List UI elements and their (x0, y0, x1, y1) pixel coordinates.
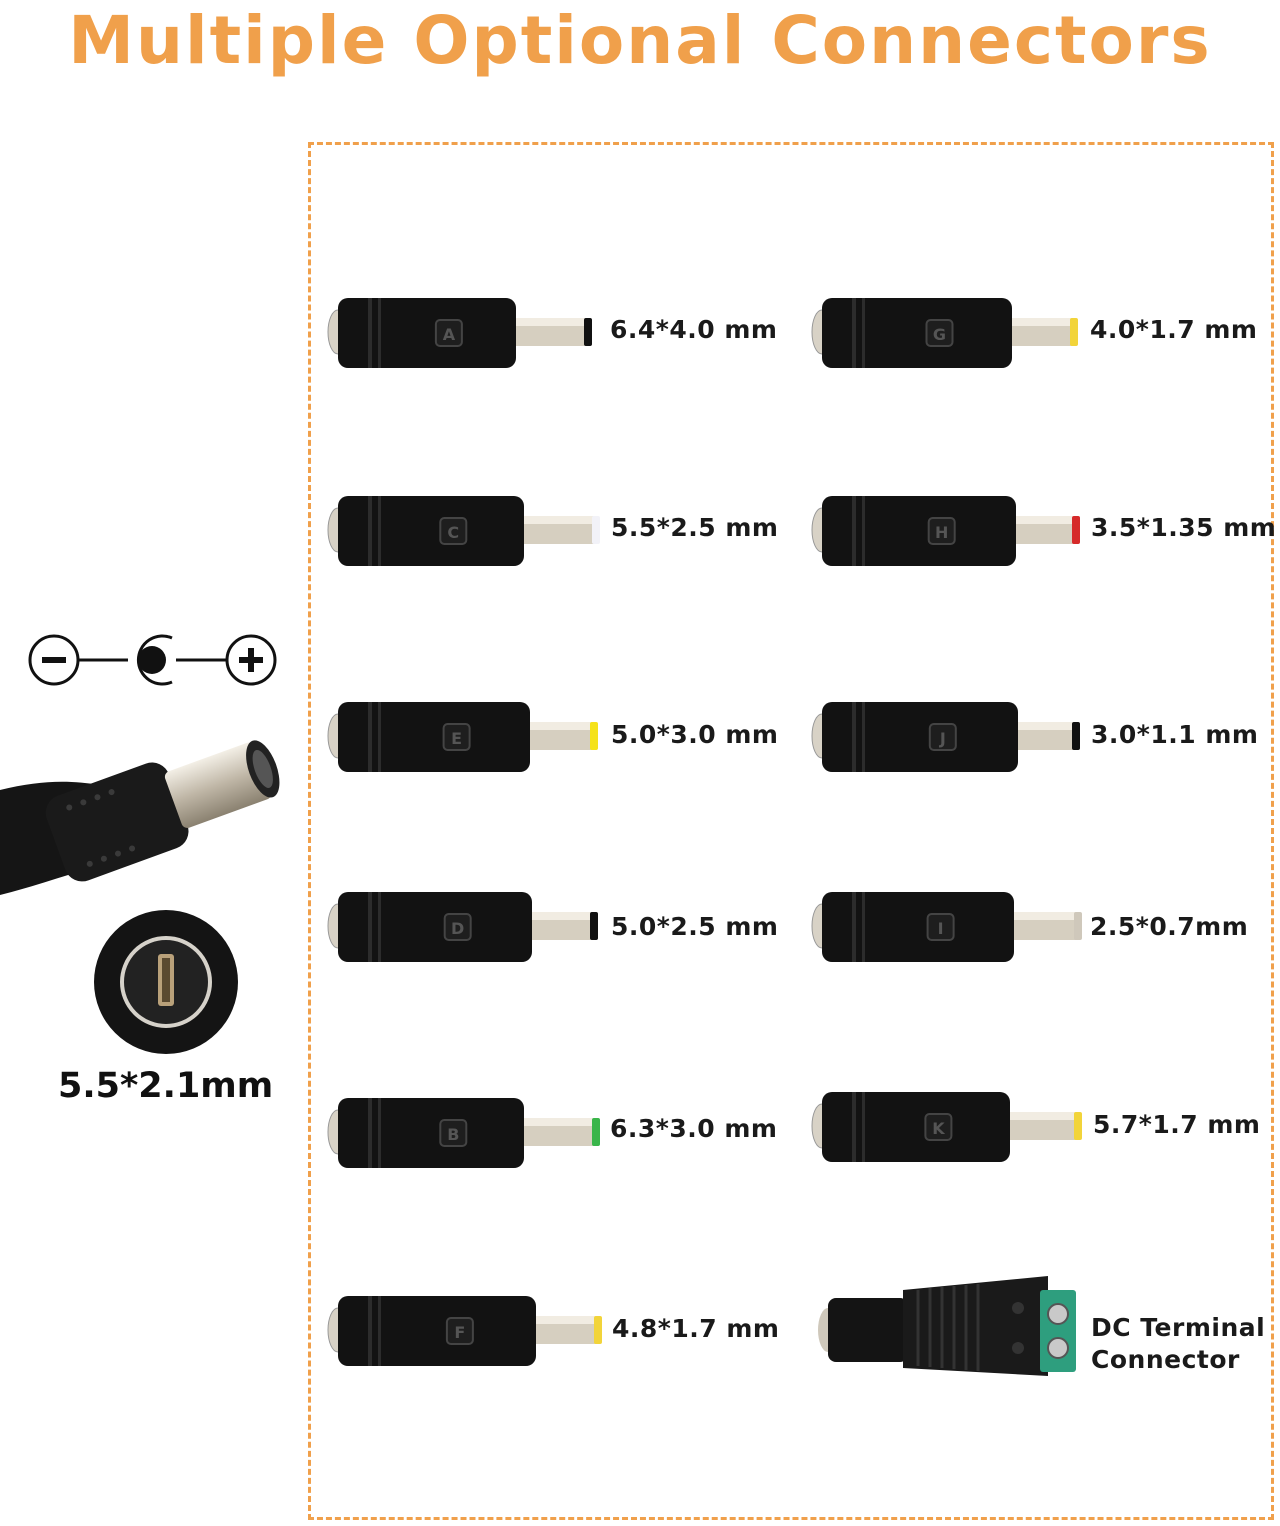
connector-size-label: 3.0*1.1 mm (1091, 720, 1259, 749)
connector-size-label: 5.0*3.0 mm (611, 720, 779, 749)
adapter-letter: G (933, 325, 946, 344)
main-plug-size: 5.5*2.1mm (58, 1066, 274, 1106)
connector-size-label: 6.4*4.0 mm (610, 315, 778, 344)
adapter-plug-b-icon: B (327, 1098, 600, 1168)
connector-size-label: 3.5*1.35 mm (1091, 513, 1277, 542)
connector-size-label: 4.8*1.7 mm (612, 1314, 780, 1343)
adapter-letter: F (454, 1323, 465, 1342)
adapter-plug-c-icon: C (327, 496, 600, 566)
adapter-letter: B (447, 1125, 459, 1144)
polarity-diagram (28, 634, 277, 686)
center-pin-icon (136, 634, 173, 686)
adapter-plug-a-icon: A (327, 298, 592, 368)
connectors-frame (308, 142, 1274, 1520)
adapter-letter: D (451, 919, 464, 938)
socket-end-view-icon (94, 910, 238, 1054)
dc-terminal-line1: DC Terminal (1091, 1313, 1266, 1342)
adapter-plug-g-icon: G (811, 298, 1078, 368)
adapter-letter: H (935, 523, 948, 542)
minus-circle-icon (28, 634, 80, 686)
connector-size-label: 6.3*3.0 mm (610, 1114, 778, 1143)
adapter-letter: J (939, 729, 946, 748)
adapter-plug-e-icon: E (327, 702, 598, 772)
adapter-letter: A (443, 325, 456, 344)
connector-size-label: 5.5*2.5 mm (611, 513, 779, 542)
adapter-plug-i-icon: I (811, 892, 1082, 962)
dc-terminal-label: DC Terminal Connector (1091, 1312, 1265, 1376)
adapter-plug-k-icon: K (811, 1092, 1082, 1162)
adapter-plug-d-icon: D (327, 892, 598, 962)
adapter-plug-j-icon: J (811, 702, 1080, 772)
plus-circle-icon (225, 634, 277, 686)
connector-size-label: 5.7*1.7 mm (1093, 1110, 1261, 1139)
adapter-plug-h-icon: H (811, 496, 1080, 566)
adapter-letter: K (932, 1119, 945, 1138)
dc-terminal-connector-icon (818, 1276, 1076, 1376)
connector-size-label: 4.0*1.7 mm (1090, 315, 1258, 344)
main-cable-plug-icon (0, 740, 280, 895)
adapter-letter: C (447, 523, 459, 542)
connector-size-label: 2.5*0.7mm (1090, 912, 1249, 941)
adapter-letter: E (451, 729, 462, 748)
page-title: Multiple Optional Connectors (68, 2, 1212, 79)
connector-size-label: 5.0*2.5 mm (611, 912, 779, 941)
dc-terminal-line2: Connector (1091, 1345, 1240, 1374)
adapter-plug-f-icon: F (327, 1296, 602, 1366)
adapter-letter: I (938, 919, 944, 938)
